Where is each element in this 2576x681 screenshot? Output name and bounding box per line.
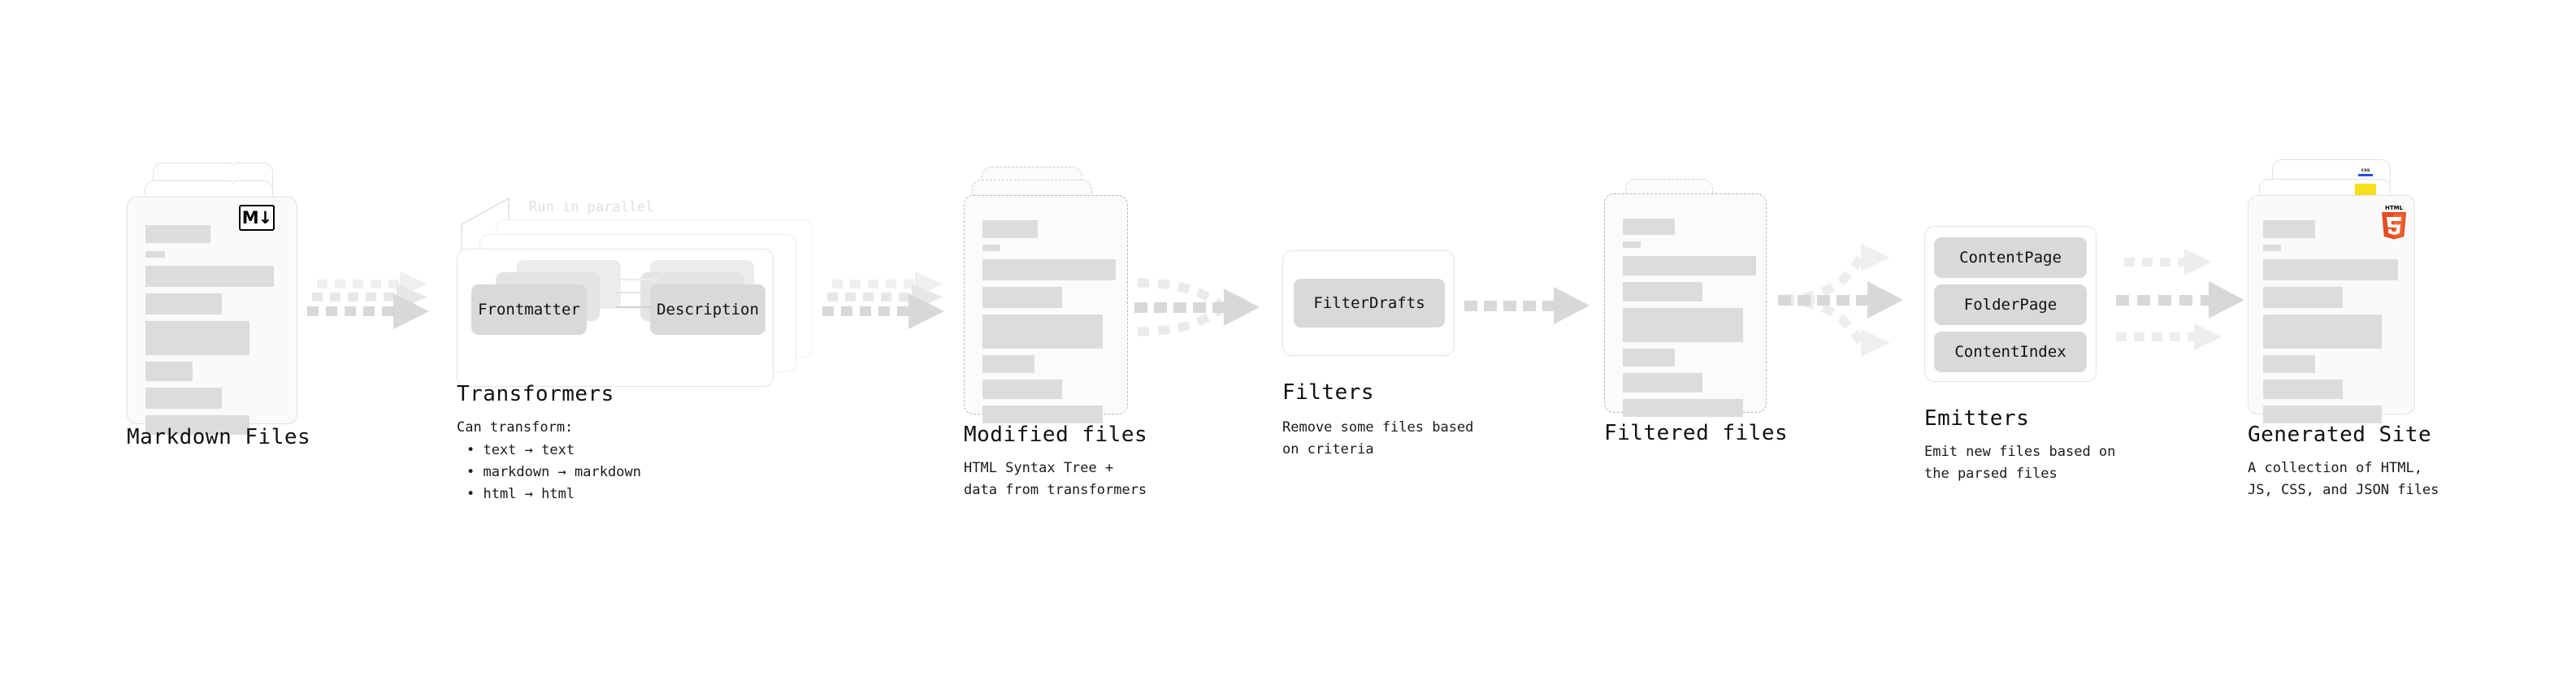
generated-site-description-line: JS, CSS, and JSON files — [2248, 482, 2439, 498]
emitter-pill-contentpage[interactable]: ContentPage — [1934, 237, 2087, 278]
stage-title-filtered-files: Filtered files — [1604, 421, 1789, 445]
js-badge-icon — [2355, 184, 2376, 198]
placeholder-line — [982, 314, 1103, 349]
filtered-file-front — [1604, 193, 1767, 417]
placeholder-line — [145, 225, 210, 243]
svg-text:css: css — [2361, 167, 2370, 173]
html5-badge-icon: HTML — [2382, 205, 2406, 240]
placeholder-line — [145, 321, 249, 355]
placeholder-line — [145, 415, 249, 435]
placeholder-line — [145, 251, 165, 258]
arrow-filters-to-filtered — [1463, 286, 1601, 338]
markdown-badge-glyph: M↓ — [241, 207, 272, 228]
filters-description-line: on criteria — [1282, 441, 1374, 458]
svg-text:HTML: HTML — [2385, 205, 2404, 211]
placeholder-line — [2263, 287, 2343, 308]
arrow-emitters-to-site — [2113, 236, 2267, 366]
stage-title-modified-files: Modified files — [964, 423, 1148, 447]
run-in-parallel-bracket — [461, 197, 510, 258]
arrow-markdown-to-transformers — [306, 268, 452, 341]
placeholder-line — [1623, 219, 1675, 235]
transformers-description-item: • text → text — [466, 442, 575, 458]
placeholder-line — [982, 406, 1103, 423]
placeholder-line — [1623, 241, 1641, 248]
modified-files-description-line: HTML Syntax Tree + — [964, 460, 1114, 476]
placeholder-line — [2263, 314, 2382, 349]
placeholder-line — [2263, 220, 2315, 238]
placeholder-line — [1623, 399, 1743, 417]
stage-title-transformers: Transformers — [457, 382, 614, 406]
emitters-description-line: Emit new files based on — [1924, 444, 2116, 460]
generated-site-description-line: A collection of HTML, — [2248, 460, 2422, 476]
emitter-pill-folderpage[interactable]: FolderPage — [1934, 284, 2087, 325]
transformers-description-heading: Can transform: — [457, 419, 574, 436]
filter-pill-filterdrafts[interactable]: FilterDrafts — [1294, 279, 1445, 327]
placeholder-line — [2263, 245, 2281, 251]
placeholder-line — [1623, 308, 1743, 342]
markdown-file-front — [127, 197, 297, 435]
transformers-description-item: • markdown → markdown — [466, 464, 641, 480]
transformer-pill-description[interactable]: Description — [650, 284, 765, 335]
markdown-badge-front: M↓ — [239, 205, 275, 231]
emitters-description-line: the parsed files — [1924, 466, 2058, 482]
filters-description-line: Remove some files based — [1282, 419, 1474, 436]
transformer-pill-frontmatter[interactable]: Frontmatter — [471, 284, 587, 335]
placeholder-line — [2263, 355, 2315, 373]
run-in-parallel-label: Run in parallel — [529, 199, 654, 215]
placeholder-line — [982, 220, 1038, 238]
css-badge-icon: css — [2358, 167, 2373, 176]
placeholder-line — [1623, 282, 1702, 301]
placeholder-line — [145, 266, 274, 287]
stage-title-filters: Filters — [1282, 380, 1375, 405]
placeholder-line — [982, 259, 1116, 280]
placeholder-line — [982, 245, 1000, 251]
placeholder-line — [2263, 406, 2382, 423]
arrow-filtered-to-emitters — [1776, 236, 1931, 366]
transformers-description-item: • html → html — [466, 486, 575, 502]
modified-files-description-line: data from transformers — [964, 482, 1147, 498]
placeholder-line — [982, 355, 1034, 373]
stage-title-emitters: Emitters — [1924, 406, 2030, 431]
emitter-pill-contentindex[interactable]: ContentIndex — [1934, 332, 2087, 372]
placeholder-line — [1623, 256, 1756, 275]
placeholder-line — [145, 293, 222, 314]
placeholder-line — [982, 380, 1062, 399]
placeholder-line — [982, 287, 1062, 308]
placeholder-line — [1623, 373, 1702, 393]
placeholder-line — [145, 362, 193, 381]
modified-file-front — [964, 195, 1128, 423]
arrow-transformers-to-modified — [821, 268, 967, 341]
arrow-modified-to-filters — [1131, 260, 1286, 349]
stage-title-markdown-files: Markdown Files — [127, 425, 311, 449]
stage-title-generated-site: Generated Site — [2248, 423, 2432, 447]
placeholder-line — [2263, 259, 2398, 280]
placeholder-line — [1623, 349, 1675, 367]
placeholder-line — [2263, 380, 2343, 399]
placeholder-line — [145, 388, 222, 409]
